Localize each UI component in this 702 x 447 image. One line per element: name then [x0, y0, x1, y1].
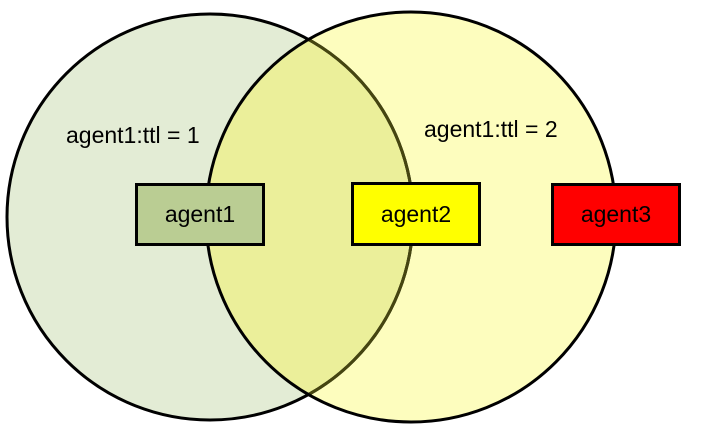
agent2-box-label: agent2: [380, 200, 452, 227]
agent2-box: agent2: [351, 182, 481, 246]
agent1-box-label: agent1: [164, 201, 236, 227]
left-circle-label: agent1:ttl = 1: [66, 122, 200, 148]
agent3-box-label: agent3: [580, 201, 652, 227]
agent1-box: agent1: [135, 183, 265, 246]
right-circle-label: agent1:ttl = 2: [424, 116, 558, 142]
agent3-box: agent3: [551, 183, 681, 246]
